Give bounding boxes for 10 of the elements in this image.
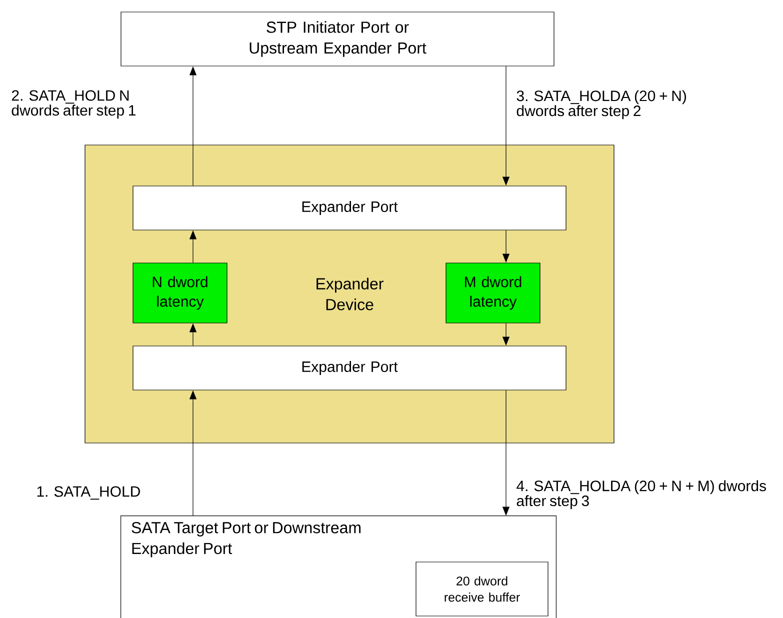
buffer-box: 20 dword receive buffer bbox=[416, 562, 548, 616]
edge-label: 3. SATA_HOLDA (20 + N) dwords after step 2 bbox=[516, 90, 686, 120]
port-box: STP Initiator Port or Upstream Expander Port bbox=[120, 12, 554, 66]
edge-label: 1. SATA_HOLD bbox=[37, 486, 140, 500]
latency-box: N dword latency bbox=[132, 262, 228, 324]
port-box: Expander Port bbox=[132, 346, 566, 390]
edge-label: 2. SATA_HOLD N dwords after step 1 bbox=[12, 90, 136, 119]
port-box: Expander Port bbox=[132, 186, 566, 230]
edge-label: 4. SATA_HOLDA (20 + N + M) dwords after step 3 bbox=[516, 480, 766, 510]
latency-box: M dword latency bbox=[446, 262, 540, 324]
